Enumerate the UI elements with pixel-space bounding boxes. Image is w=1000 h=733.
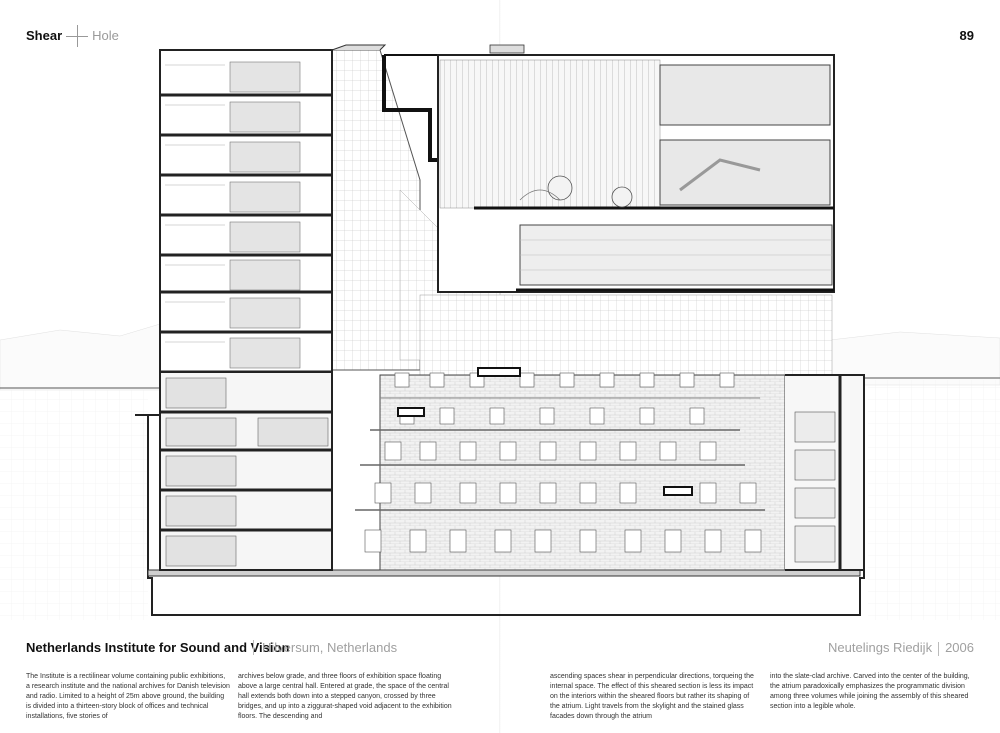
subsection-title: Hole: [92, 28, 119, 43]
project-name: Netherlands Institute for Sound and Visi…: [26, 640, 290, 655]
crosshair-divider-icon: [66, 24, 89, 47]
atrium-glazing: [419, 294, 833, 376]
horizon-context: [0, 323, 1000, 620]
body-text-column-2: archives below grade, and three floors o…: [238, 673, 452, 720]
project-location: Hilversum, Netherlands: [253, 640, 397, 655]
body-text-column-3: ascending spaces shear in perpendicular …: [550, 673, 754, 720]
section-title: Shear: [26, 28, 63, 43]
exhibition-block: [437, 44, 835, 293]
body-text-column-1: The Institute is a rectilinear volume co…: [26, 673, 230, 720]
building-section-drawing: [0, 44, 1000, 620]
stepped-canyon: [355, 367, 865, 571]
project-credits: Neutelings Riedijk 2006: [828, 640, 974, 656]
project-caption: Netherlands Institute for Sound and Visi…: [26, 640, 974, 660]
project-year: 2006: [945, 640, 974, 655]
page-number: 89: [959, 28, 974, 43]
body-text-column-4: into the slate-clad archive. Carved into…: [770, 673, 970, 710]
credit-divider: [938, 641, 940, 656]
architect-name: Neutelings Riedijk: [828, 640, 933, 655]
running-header: Shear Hole: [26, 24, 119, 47]
office-tower: [159, 49, 333, 571]
